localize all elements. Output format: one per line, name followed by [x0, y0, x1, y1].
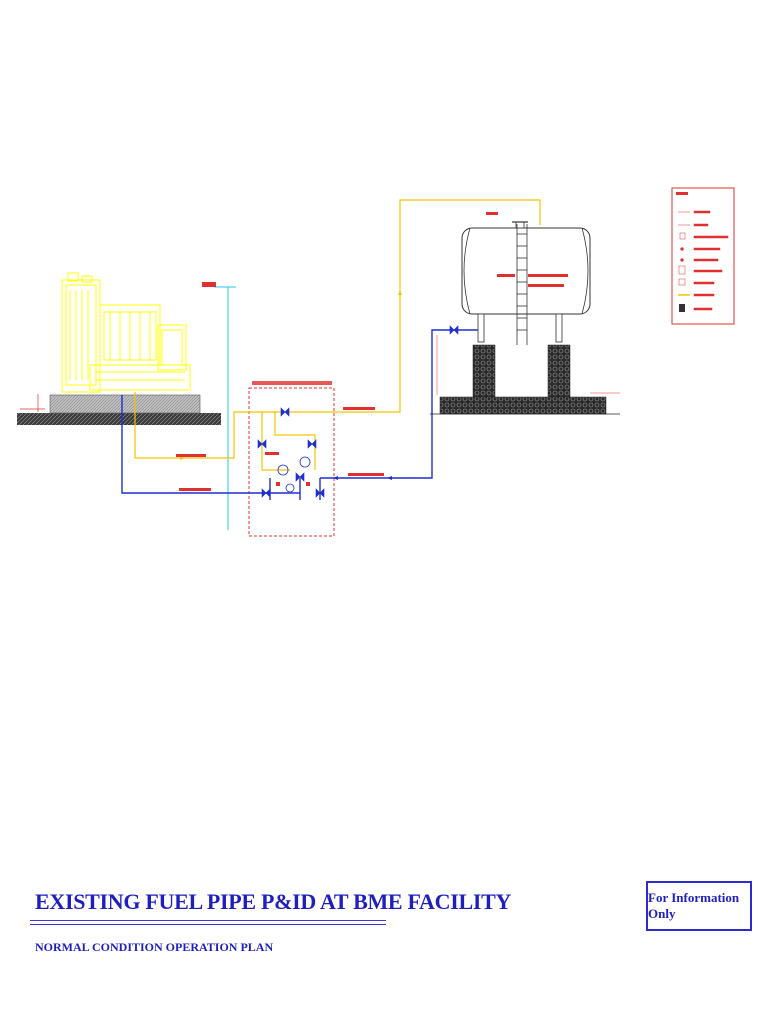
tank-plinths — [430, 344, 620, 415]
tank-label-marks — [486, 212, 568, 287]
skid-tags — [176, 407, 384, 491]
pump-skid-boundary — [248, 381, 335, 537]
generator-icon — [61, 272, 191, 393]
vent-tag — [202, 282, 216, 287]
info-stamp-text: For Information Only — [648, 890, 740, 921]
annotation-leaders — [436, 335, 620, 395]
title-underline-1 — [30, 920, 386, 921]
level-marker-left — [20, 394, 45, 412]
drawing-subtitle: NORMAL CONDITION OPERATION PLAN — [35, 940, 274, 954]
vent-pipe — [214, 286, 236, 530]
title-underline-2 — [30, 924, 386, 925]
fuel-tank-icon — [461, 221, 591, 343]
valve-icon — [257, 325, 459, 498]
generator-foundation — [17, 394, 221, 425]
legend-box — [671, 187, 735, 325]
drawing-title: EXISTING FUEL PIPE P&ID AT BME FACILITY — [35, 889, 512, 914]
strainer-icon — [276, 482, 310, 486]
ladder-icon — [516, 224, 528, 345]
supply-pipe — [134, 199, 541, 471]
return-arrows — [333, 476, 392, 480]
info-stamp: For Information Only — [646, 881, 752, 931]
pump-icon — [277, 456, 311, 493]
